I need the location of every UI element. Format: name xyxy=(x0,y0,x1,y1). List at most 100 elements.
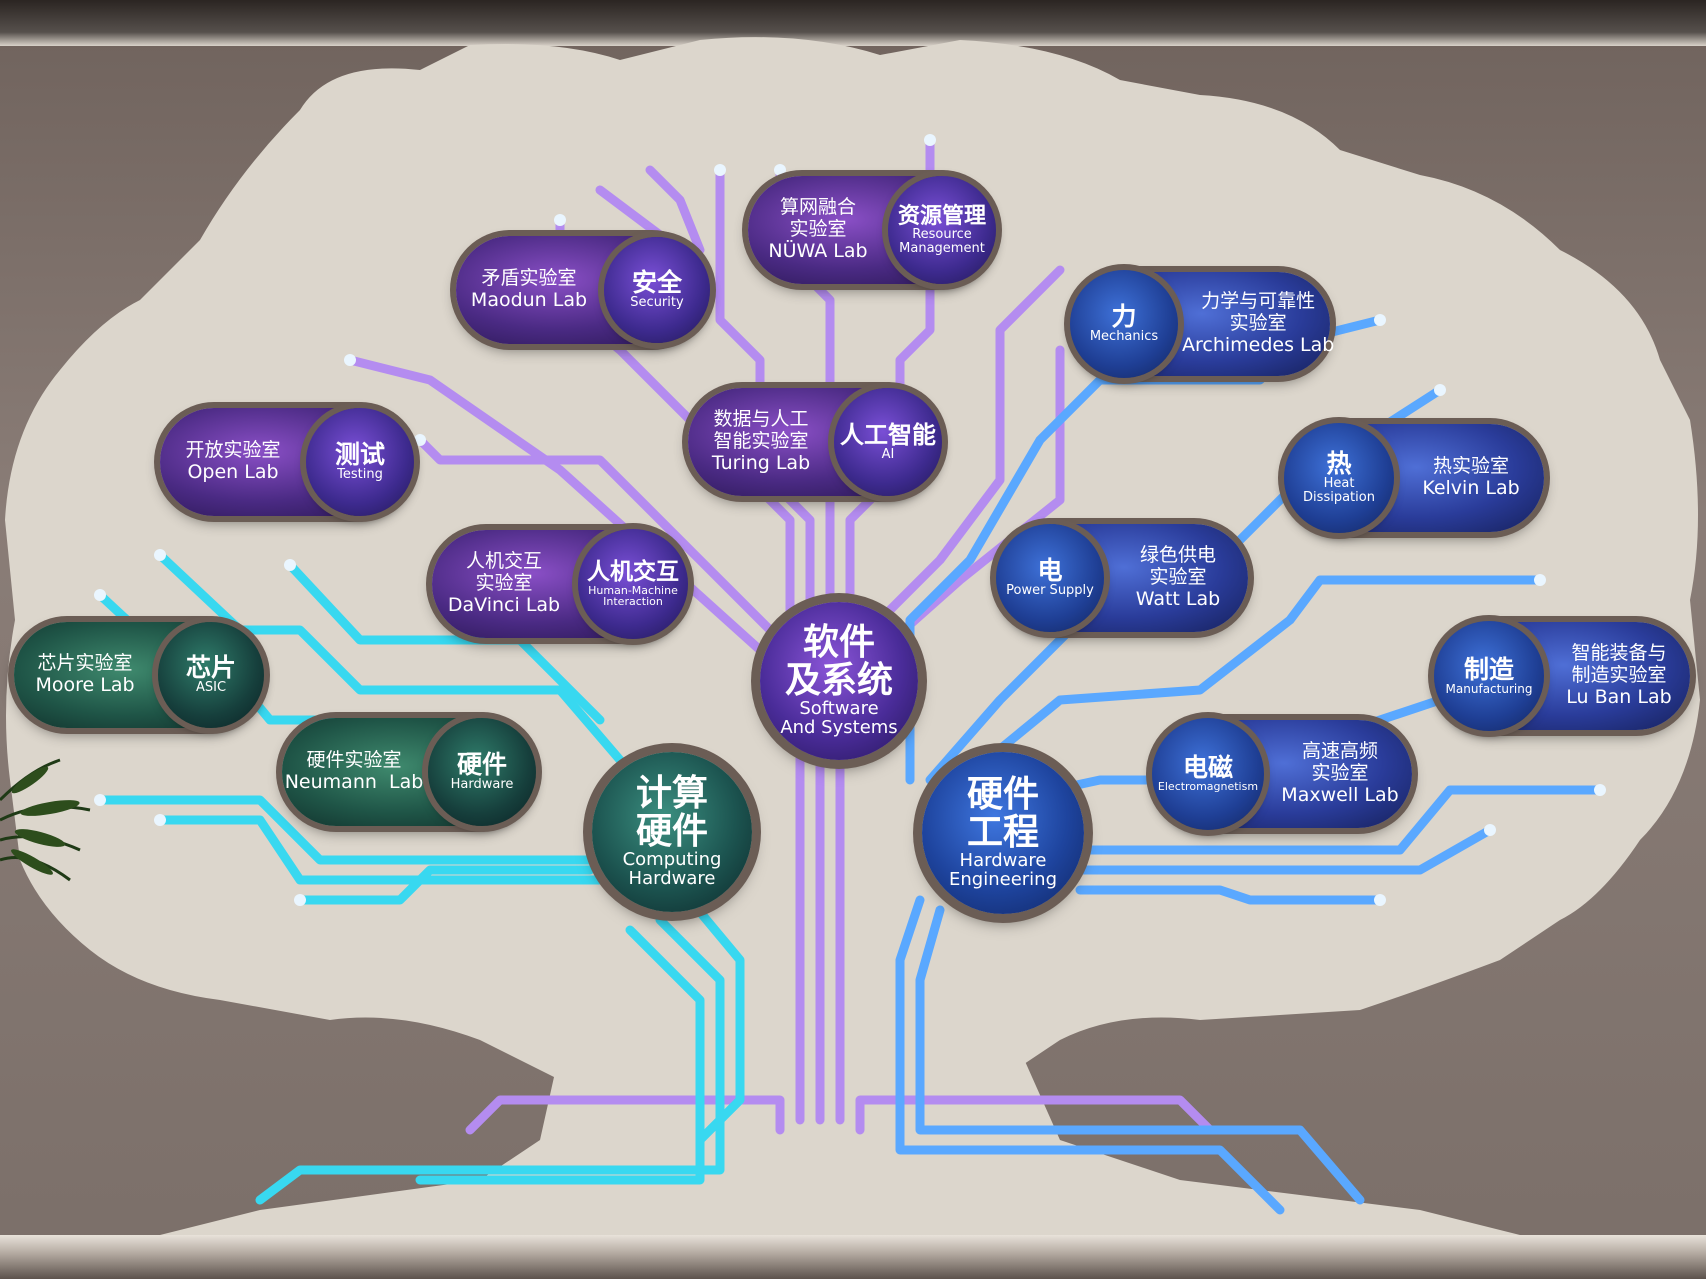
node-luban-text: 智能装备与 制造实验室 Lu Ban Lab xyxy=(1438,642,1690,709)
node-open-badge-en: Testing xyxy=(337,467,383,483)
node-maxwell-badge: 电磁 Electromagnetism xyxy=(1152,718,1264,830)
node-davinci-cn-2: 实验室 xyxy=(475,572,533,595)
node-neumann-text: 硬件实验室 Neumann Lab xyxy=(282,749,532,794)
node-maodun-badge-cn: 安全 xyxy=(631,268,682,298)
node-nuwa-badge-cn: 资源管理 xyxy=(897,203,986,229)
hub-computing-en-1: Computing xyxy=(622,848,722,870)
node-turing-badge-en: AI xyxy=(881,446,895,462)
node-open-lab[interactable]: 开放实验室 Open Lab 测试 Testing xyxy=(160,408,414,516)
hub-hardware-cn-1: 硬件 xyxy=(966,774,1039,816)
node-davinci-badge-en-2: Interaction xyxy=(603,595,663,609)
trace-endpoint-dots xyxy=(94,134,1606,906)
node-maodun-cn-1: 矛盾实验室 xyxy=(481,267,577,290)
node-watt-cn-1: 绿色供电 xyxy=(1139,544,1216,567)
node-moore-badge-cn: 芯片 xyxy=(185,653,236,683)
tree-trunk-shape xyxy=(140,1050,1540,1240)
node-turing-cn-2: 智能实验室 xyxy=(713,430,809,453)
node-watt-badge-cn: 电 xyxy=(1037,556,1063,586)
node-maxwell-cn-1: 高速高频 xyxy=(1301,740,1378,763)
node-turing-text: 数据与人工 智能实验室 Turing Lab xyxy=(688,408,938,475)
hub-software-cn-2: 及系统 xyxy=(784,660,893,702)
node-open-en: Open Lab xyxy=(187,461,279,483)
node-open-badge: 测试 Testing xyxy=(306,408,414,516)
node-davinci-en: DaVinci Lab xyxy=(447,593,561,616)
node-maxwell-badge-cn: 电磁 xyxy=(1182,753,1233,783)
hub-computing-en-2: Hardware xyxy=(628,867,716,889)
node-archimedes-badge-cn: 力 xyxy=(1111,302,1137,332)
node-nuwa-cn-1: 算网融合 xyxy=(779,196,856,219)
node-maxwell-text: 高速高频 实验室 Maxwell Lab xyxy=(1156,740,1412,807)
node-open-cn-1: 开放实验室 xyxy=(185,439,281,462)
node-luban-cn-2: 制造实验室 xyxy=(1571,664,1667,687)
node-neumann-en: Neumann Lab xyxy=(284,771,424,793)
node-luban-en: Lu Ban Lab xyxy=(1566,685,1672,708)
node-luban-badge: 制造 Manufacturing xyxy=(1434,621,1544,731)
node-turing-badge-cn: 人工智能 xyxy=(840,420,936,449)
hub-hardware-cn-2: 工程 xyxy=(966,812,1039,854)
node-davinci-badge: 人机交互 Human-Machine Interaction xyxy=(578,529,688,639)
node-watt-text: 绿色供电 实验室 Watt Lab xyxy=(1000,544,1248,611)
node-kelvin-badge-en-2: Dissipation xyxy=(1303,490,1375,506)
node-moore-badge-en: ASIC xyxy=(195,680,227,696)
node-archimedes-text: 力学与可靠性 实验室 Archimedes Lab xyxy=(1074,290,1335,357)
node-maxwell-lab[interactable]: 电磁 Electromagnetism 高速高频 实验室 Maxwell Lab xyxy=(1152,718,1412,830)
node-moore-badge: 芯片 ASIC xyxy=(158,622,264,728)
node-nuwa-text: 算网融合 实验室 NÜWA Lab xyxy=(748,196,992,263)
node-turing-badge: 人工智能 AI xyxy=(834,388,942,496)
node-davinci-badge-cn: 人机交互 xyxy=(587,559,679,586)
node-davinci-lab[interactable]: 人机交互 实验室 DaVinci Lab 人机交互 Human-Machine … xyxy=(432,529,688,639)
hub-hardware-en-1: Hardware xyxy=(959,849,1047,871)
node-kelvin-lab[interactable]: 热 Heat Dissipation 热实验室 Kelvin Lab xyxy=(1284,423,1544,533)
node-turing-en: Turing Lab xyxy=(711,451,811,474)
node-nuwa-badge-en-2: Management xyxy=(899,240,985,256)
node-nuwa-badge-en-1: Resource xyxy=(912,226,972,242)
potted-plant-leaves xyxy=(0,758,91,882)
hub-software-cn-1: 软件 xyxy=(802,622,875,664)
hub-computing-hardware[interactable]: 计算 硬件 Computing Hardware xyxy=(592,752,752,912)
node-neumann-lab[interactable]: 硬件实验室 Neumann Lab 硬件 Hardware xyxy=(282,718,536,826)
node-maxwell-badge-en: Electromagnetism xyxy=(1157,780,1259,794)
node-moore-lab[interactable]: 芯片实验室 Moore Lab 芯片 ASIC xyxy=(14,622,264,728)
node-watt-cn-2: 实验室 xyxy=(1149,566,1207,589)
node-watt-badge-en: Power Supply xyxy=(1006,583,1094,599)
node-luban-badge-cn: 制造 xyxy=(1463,654,1514,684)
node-watt-lab[interactable]: 电 Power Supply 绿色供电 实验室 Watt Lab xyxy=(996,524,1248,632)
hub-hardware-engineering[interactable]: 硬件 工程 Hardware Engineering xyxy=(922,752,1084,914)
node-maodun-lab[interactable]: 矛盾实验室 Maodun Lab 安全 Security xyxy=(456,236,710,344)
node-maxwell-cn-2: 实验室 xyxy=(1311,762,1369,785)
node-kelvin-badge-en-1: Heat xyxy=(1323,476,1355,492)
node-watt-en: Watt Lab xyxy=(1135,587,1221,610)
node-archimedes-en: Archimedes Lab xyxy=(1182,333,1335,356)
node-archimedes-badge-en: Mechanics xyxy=(1089,329,1159,345)
node-maodun-badge-en: Security xyxy=(630,295,684,311)
node-moore-cn-1: 芯片实验室 xyxy=(37,652,133,675)
node-moore-en: Moore Lab xyxy=(35,674,135,696)
node-archimedes-cn-1: 力学与可靠性 xyxy=(1201,290,1316,313)
hub-computing-cn-1: 计算 xyxy=(635,773,708,815)
node-kelvin-badge: 热 Heat Dissipation xyxy=(1284,423,1394,533)
node-turing-cn-1: 数据与人工 xyxy=(713,408,809,431)
hub-software-systems[interactable]: 软件 及系统 Software And Systems xyxy=(760,602,918,760)
node-kelvin-cn-1: 热实验室 xyxy=(1432,455,1509,478)
node-luban-cn-1: 智能装备与 xyxy=(1571,642,1667,665)
node-davinci-cn-1: 人机交互 xyxy=(465,550,542,573)
hub-software-en-1: Software xyxy=(799,697,879,719)
node-archimedes-cn-2: 实验室 xyxy=(1229,312,1287,335)
node-maodun-text: 矛盾实验室 Maodun Lab xyxy=(456,267,706,312)
node-kelvin-en: Kelvin Lab xyxy=(1422,477,1520,499)
node-archimedes-lab[interactable]: 力 Mechanics 力学与可靠性 实验室 Archimedes Lab xyxy=(1070,270,1334,378)
node-luban-badge-en: Manufacturing xyxy=(1445,681,1533,696)
node-turing-lab[interactable]: 数据与人工 智能实验室 Turing Lab 人工智能 AI xyxy=(688,388,942,496)
node-nuwa-lab[interactable]: 算网融合 实验室 NÜWA Lab 资源管理 Resource Manageme… xyxy=(748,176,996,284)
node-open-text: 开放实验室 Open Lab xyxy=(160,439,410,484)
node-kelvin-badge-cn: 热 xyxy=(1326,449,1352,479)
node-neumann-badge: 硬件 Hardware xyxy=(428,718,536,826)
node-neumann-badge-cn: 硬件 xyxy=(456,750,507,780)
node-maodun-badge: 安全 Security xyxy=(604,237,710,343)
node-moore-text: 芯片实验室 Moore Lab xyxy=(14,652,260,697)
node-luban-lab[interactable]: 制造 Manufacturing 智能装备与 制造实验室 Lu Ban Lab xyxy=(1434,621,1690,731)
hub-computing-cn-2: 硬件 xyxy=(635,811,708,853)
node-kelvin-text: 热实验室 Kelvin Lab xyxy=(1288,455,1544,500)
hub-hardware-en-2: Engineering xyxy=(949,868,1057,890)
node-watt-badge: 电 Power Supply xyxy=(996,524,1104,632)
